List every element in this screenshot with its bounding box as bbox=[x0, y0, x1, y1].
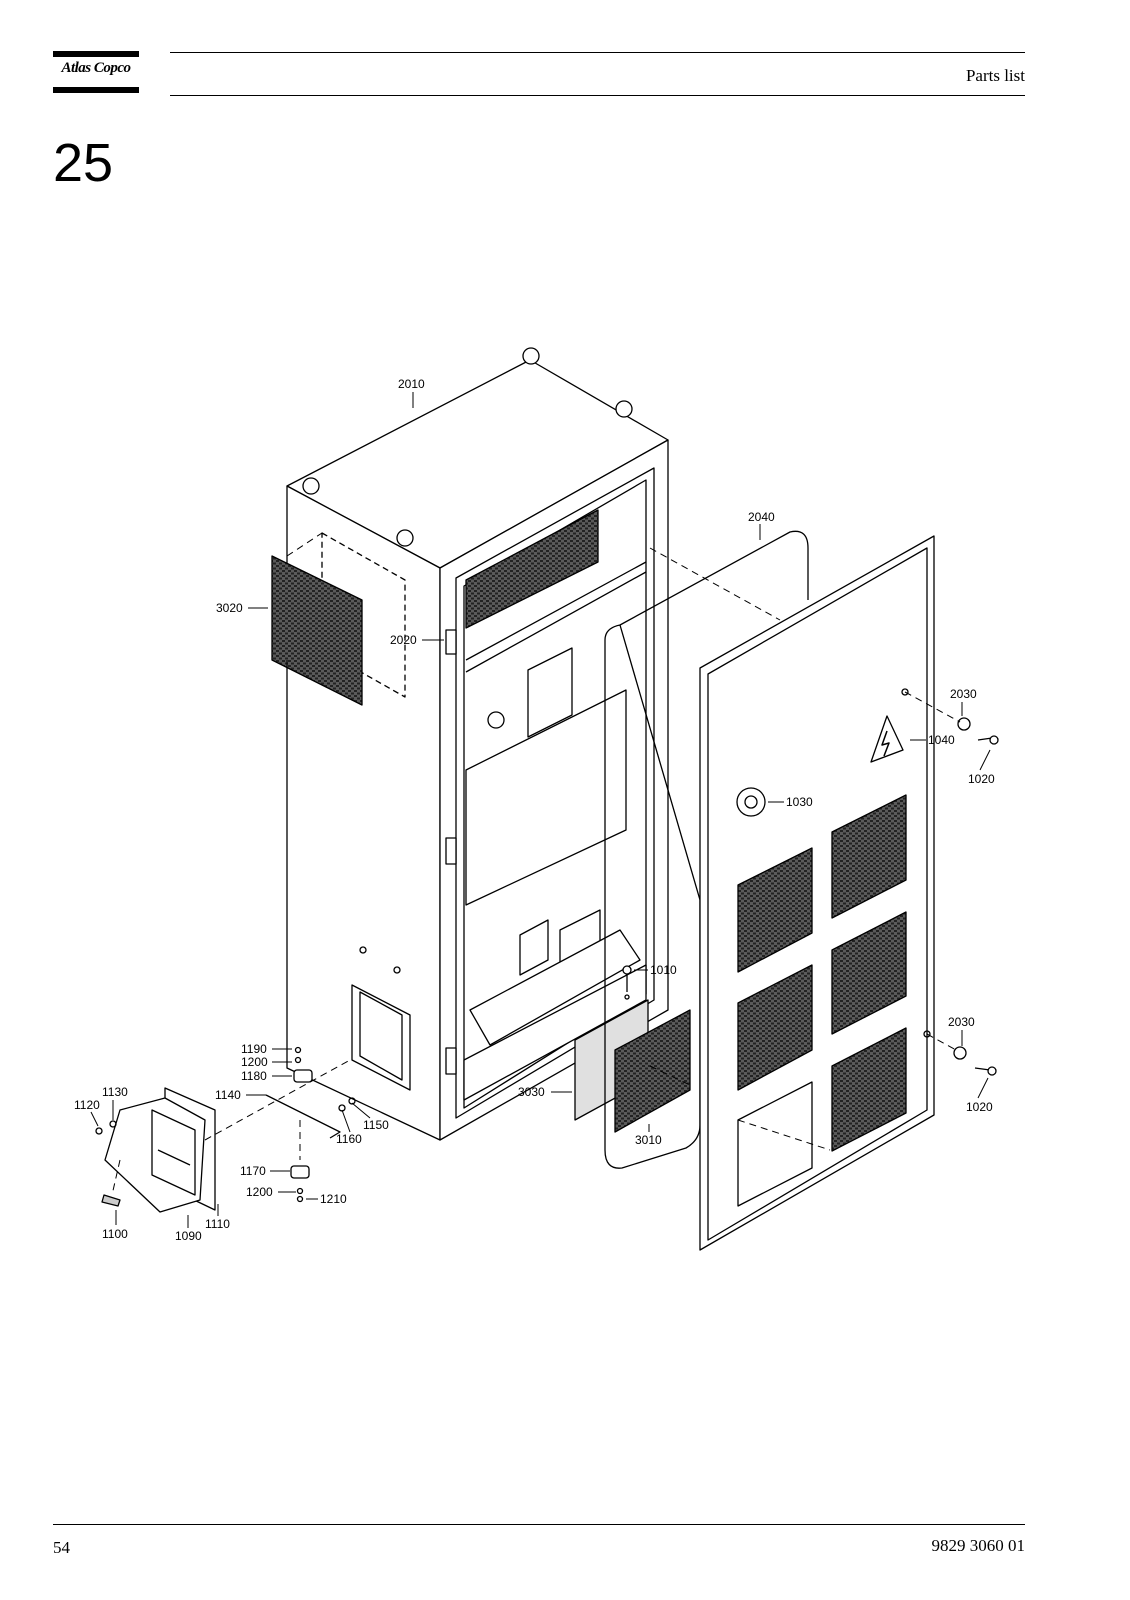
atlas-copco-logo: Atlas Copco bbox=[53, 51, 139, 93]
part-label-1110: 1110 bbox=[205, 1217, 230, 1231]
part-label-1210: 1210 bbox=[320, 1192, 347, 1206]
part-label-1090: 1090 bbox=[175, 1229, 202, 1243]
footer-rule bbox=[53, 1524, 1025, 1525]
part-label-1200-top: 1200 bbox=[241, 1055, 268, 1069]
logo-bar-top bbox=[53, 51, 139, 57]
part-label-2040: 2040 bbox=[748, 510, 775, 524]
part-label-1120: 1120 bbox=[74, 1098, 100, 1112]
part-label-3010: 3010 bbox=[635, 1133, 662, 1147]
door-gasket-2040 bbox=[604, 530, 809, 1169]
fan-housing-1090 bbox=[95, 1046, 356, 1213]
fan-grille-3010 bbox=[614, 1009, 691, 1133]
part-label-2030-top: 2030 bbox=[950, 687, 977, 701]
side-grille-3020 bbox=[271, 532, 406, 706]
key-lock-2030-bottom bbox=[953, 1046, 997, 1076]
part-label-2030-bottom: 2030 bbox=[948, 1015, 975, 1029]
page-number: 54 bbox=[53, 1538, 70, 1557]
part-label-3030: 3030 bbox=[518, 1085, 545, 1099]
part-label-1160: 1160 bbox=[336, 1132, 362, 1146]
part-label-1130: 1130 bbox=[102, 1085, 128, 1099]
part-label-1010: 1010 bbox=[650, 963, 677, 977]
screw-1010 bbox=[622, 965, 632, 1000]
logo-text: Atlas Copco bbox=[61, 60, 131, 76]
header-rule-top bbox=[170, 52, 1025, 53]
part-label-3020: 3020 bbox=[216, 601, 243, 615]
part-label-2010: 2010 bbox=[398, 377, 425, 391]
section-number: 25 bbox=[53, 133, 114, 193]
part-label-1030: 1030 bbox=[786, 795, 813, 809]
part-label-1140: 1140 bbox=[215, 1088, 241, 1102]
document-number: 9829 3060 01 bbox=[931, 1536, 1026, 1555]
part-label-1020-bottom: 1020 bbox=[966, 1100, 993, 1114]
part-label-1150: 1150 bbox=[363, 1118, 389, 1132]
key-lock-2030-top bbox=[957, 717, 999, 745]
part-label-1100: 1100 bbox=[102, 1227, 128, 1241]
logo-bar-bottom bbox=[53, 87, 139, 93]
part-label-1180: 1180 bbox=[241, 1069, 267, 1083]
part-label-1190: 1190 bbox=[241, 1042, 267, 1056]
assembly-lines bbox=[111, 532, 961, 1196]
part-label-1020-top: 1020 bbox=[968, 772, 995, 786]
part-label-2020: 2020 bbox=[390, 633, 417, 647]
leader-lines bbox=[90, 392, 991, 1228]
part-label-1040: 1040 bbox=[928, 733, 955, 747]
part-label-1200-bottom: 1200 bbox=[246, 1185, 273, 1199]
cabinet-door bbox=[699, 535, 935, 1251]
header-rule-bottom bbox=[170, 95, 1025, 96]
header-title: Parts list bbox=[965, 66, 1025, 85]
part-label-1170: 1170 bbox=[240, 1164, 266, 1178]
